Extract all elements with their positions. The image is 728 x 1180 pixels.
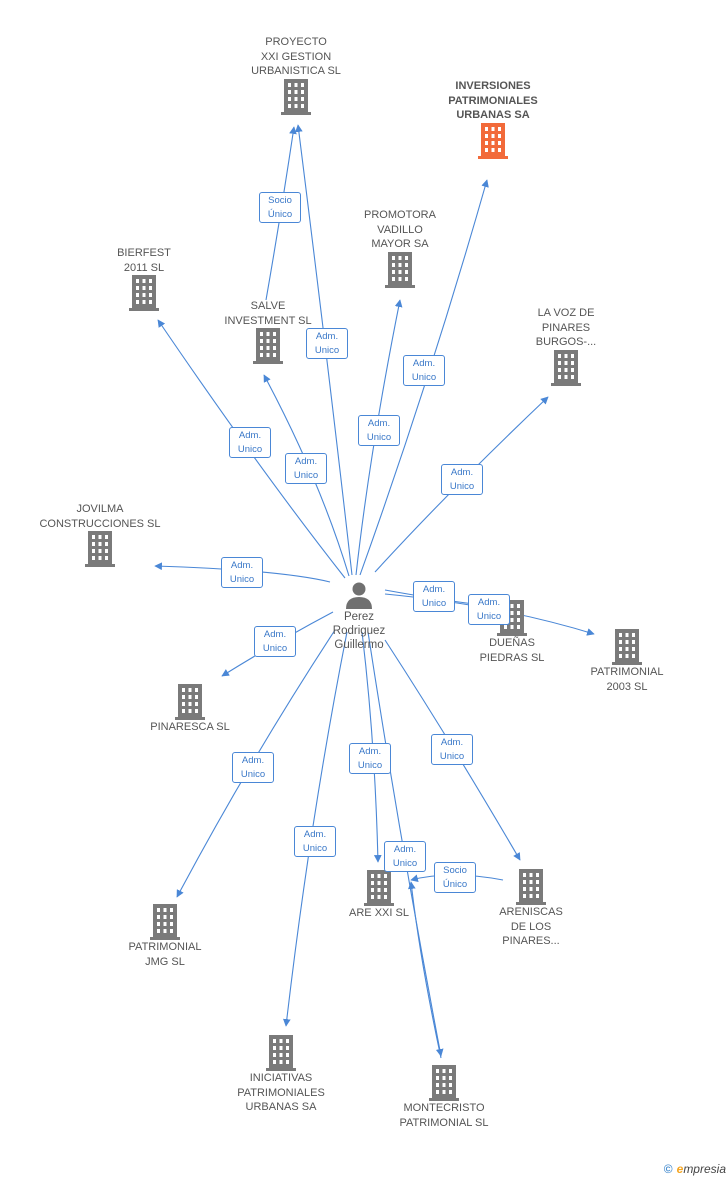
building-icon: [150, 904, 180, 940]
relation-label[interactable]: Adm.Unico: [306, 328, 348, 359]
company-label: PROYECTO XXI GESTION URBANISTICA SL: [251, 36, 341, 77]
building-icon: [551, 349, 581, 386]
relation-label[interactable]: Adm.Unico: [221, 557, 263, 588]
building-icon: [516, 869, 546, 905]
relation-label[interactable]: Adm.Unico: [285, 453, 327, 484]
relation-label[interactable]: Adm.Unico: [349, 743, 391, 774]
company-label: BIERFEST 2011 SL: [117, 247, 171, 274]
building-icon: [478, 122, 508, 159]
company-label: PROMOTORA VADILLO MAYOR SA: [364, 209, 436, 250]
company-label: INVERSIONES PATRIMONIALES URBANAS SA: [448, 80, 538, 121]
company-label: PATRIMONIAL JMG SL: [128, 941, 202, 968]
brand-footer[interactable]: ©empresia: [664, 1162, 726, 1176]
company-label: PINARESCA SL: [150, 721, 230, 733]
building-icon: [266, 1035, 296, 1071]
relation-label[interactable]: Adm.Unico: [229, 427, 271, 458]
relation-label[interactable]: Adm.Unico: [294, 826, 336, 857]
company-label: ARENISCAS DE LOS PINARES...: [499, 906, 563, 947]
building-icon: [281, 78, 311, 115]
building-icon: [364, 870, 394, 906]
company-jovilma[interactable]: JOVILMA CONSTRUCCIONES SL: [20, 502, 180, 567]
edge-to-iniciativas: [282, 631, 348, 1027]
person-icon: [346, 582, 372, 609]
building-icon: [129, 275, 159, 311]
person-node[interactable]: Perez Rodriguez Guillermo: [299, 580, 419, 652]
building-icon: [175, 684, 205, 720]
edge-to-proyecto: [295, 124, 353, 576]
company-label: ARE XXI SL: [349, 907, 409, 919]
edge-montecristo-to-arexxi: [407, 881, 442, 1059]
company-label: DUEÑAS PIEDRAS SL: [479, 637, 545, 664]
edge-to-bierfest: [157, 319, 346, 579]
company-patrimonial2003[interactable]: PATRIMONIAL 2003 SL: [547, 629, 707, 694]
company-areniscas[interactable]: ARENISCAS DE LOS PINARES...: [451, 869, 611, 949]
company-label: MONTECRISTO PATRIMONIAL SL: [399, 1102, 489, 1129]
company-proyecto[interactable]: PROYECTO XXI GESTION URBANISTICA SL: [216, 35, 376, 115]
company-promotora[interactable]: PROMOTORA VADILLO MAYOR SA: [320, 208, 480, 288]
building-icon: [612, 629, 642, 665]
relation-label[interactable]: Adm.Unico: [254, 626, 296, 657]
company-label: SALVE INVESTMENT SL: [224, 300, 312, 327]
company-arexxi[interactable]: ARE XXI SL: [299, 870, 459, 921]
relation-label[interactable]: Adm.Unico: [403, 355, 445, 386]
company-label: JOVILMA CONSTRUCCIONES SL: [39, 503, 161, 530]
company-inversiones[interactable]: INVERSIONES PATRIMONIALES URBANAS SA: [413, 79, 573, 159]
relation-label[interactable]: Adm.Unico: [413, 581, 455, 612]
relation-label[interactable]: Adm.Unico: [468, 594, 510, 625]
company-label: PATRIMONIAL 2003 SL: [590, 666, 664, 693]
company-label: INICIATIVAS PATRIMONIALES URBANAS SA: [237, 1072, 325, 1113]
brand-logo: empresia: [676, 1162, 726, 1176]
building-icon: [253, 328, 283, 364]
copyright-icon: ©: [663, 1162, 673, 1176]
relation-label[interactable]: Adm.Unico: [358, 415, 400, 446]
relation-label[interactable]: Adm.Unico: [232, 752, 274, 783]
company-lavoz[interactable]: LA VOZ DE PINARES BURGOS-...: [486, 306, 646, 386]
company-bierfest[interactable]: BIERFEST 2011 SL: [64, 246, 224, 311]
company-label: LA VOZ DE PINARES BURGOS-...: [535, 307, 597, 348]
relation-label[interactable]: Adm.Unico: [431, 734, 473, 765]
building-icon: [85, 531, 115, 567]
company-pinaresca[interactable]: PINARESCA SL: [110, 684, 270, 735]
company-patrimonialjmg[interactable]: PATRIMONIAL JMG SL: [85, 904, 245, 969]
person-name: Perez Rodriguez Guillermo: [332, 611, 386, 651]
building-icon: [429, 1065, 459, 1101]
relation-label[interactable]: Adm.Unico: [384, 841, 426, 872]
building-icon: [385, 251, 415, 288]
company-duenas[interactable]: DUEÑAS PIEDRAS SL: [432, 600, 592, 665]
company-salve[interactable]: SALVE INVESTMENT SL: [188, 299, 348, 364]
relation-label[interactable]: Adm.Unico: [441, 464, 483, 495]
company-montecristo[interactable]: MONTECRISTO PATRIMONIAL SL: [364, 1065, 524, 1130]
company-iniciativas[interactable]: INICIATIVAS PATRIMONIALES URBANAS SA: [201, 1035, 361, 1115]
